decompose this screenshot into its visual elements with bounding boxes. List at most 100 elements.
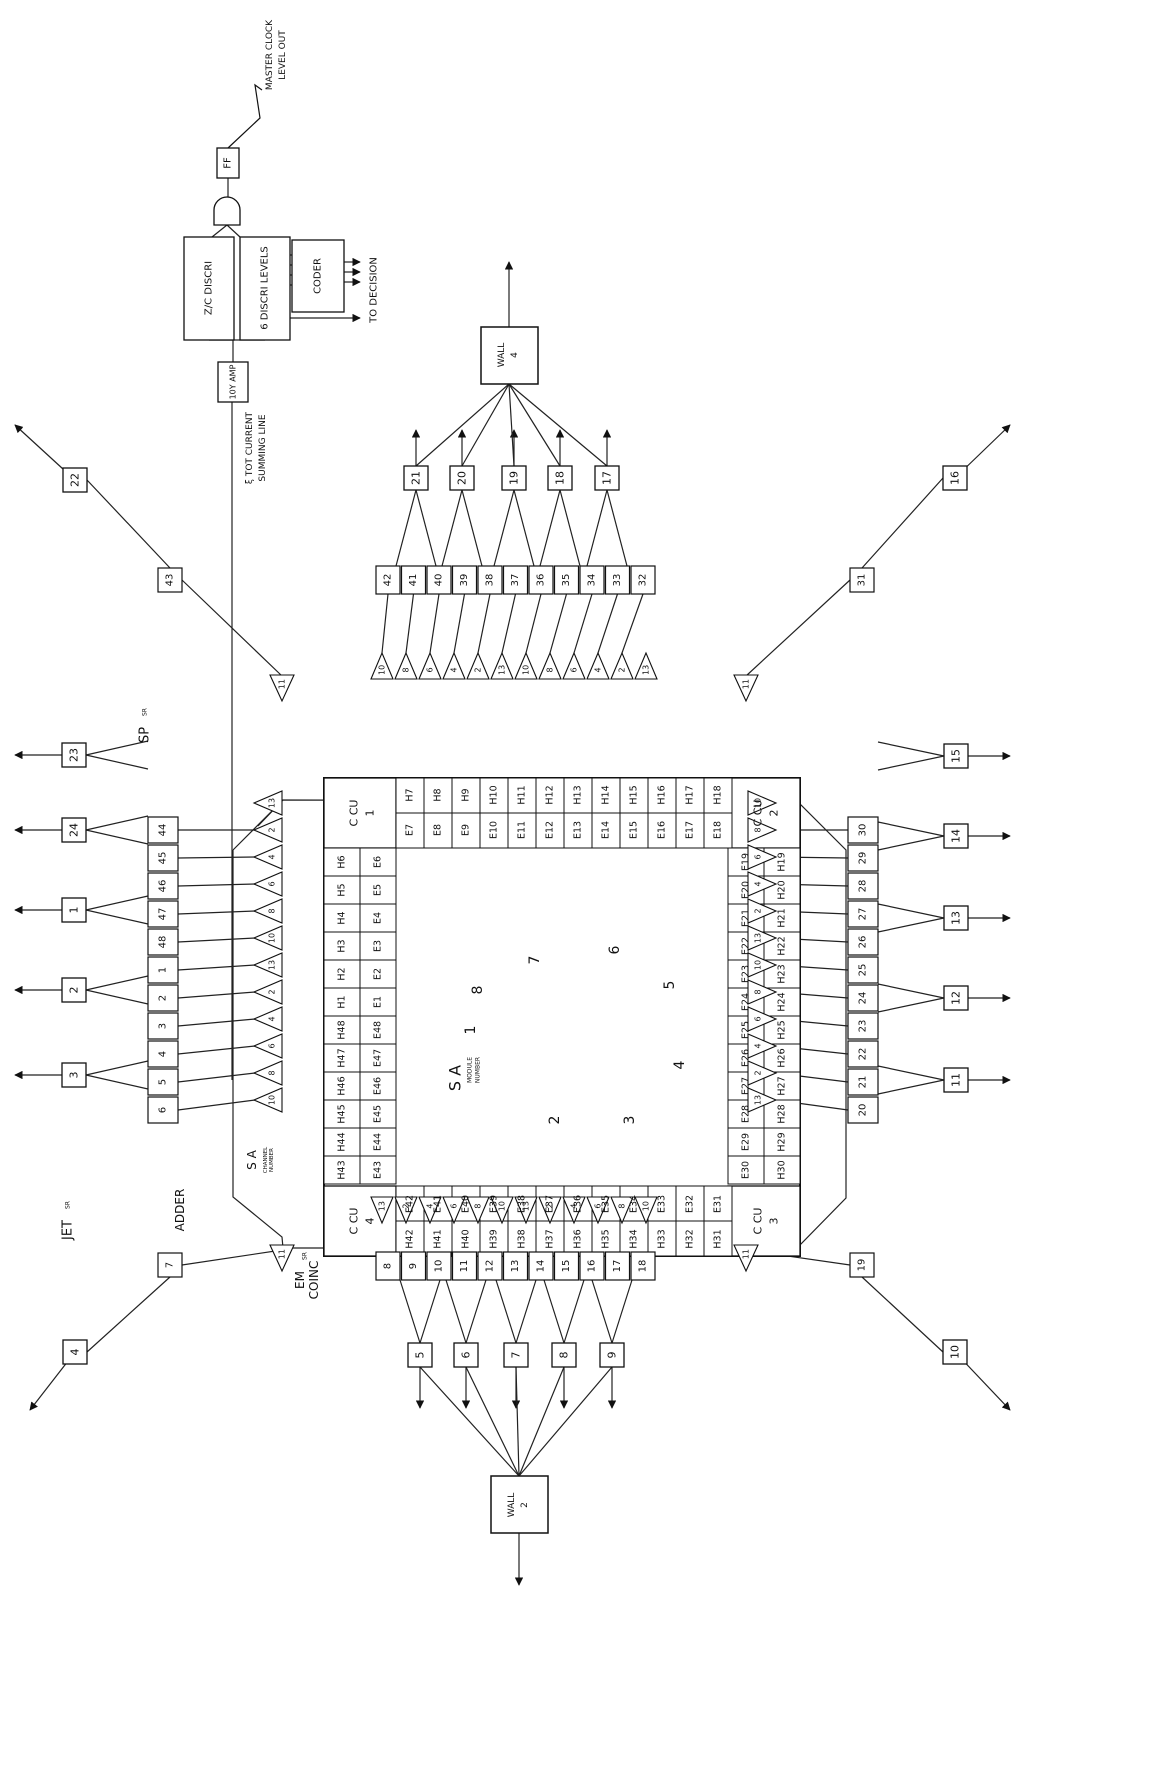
sa-module-title: S A [446, 1065, 465, 1091]
right-side-amplifier-label: 2 [753, 908, 762, 913]
left-side-amplifier-label: 2 [268, 827, 277, 832]
top-e-cell-label: E17 [685, 821, 696, 839]
top-h-cell-label: H18 [713, 785, 724, 804]
ccu-4-title: C CU [348, 1208, 361, 1235]
sector-number: 1 [463, 1026, 479, 1035]
top-h-cell-label: H17 [685, 785, 696, 804]
jet-feed [496, 1280, 516, 1343]
jet-feed [878, 904, 944, 918]
top-sp-box-label: 13 [510, 1260, 521, 1273]
jet-feed [878, 918, 944, 932]
corner-amplifier-label: 11 [278, 1249, 287, 1259]
right-e-cell-label: E22 [741, 937, 752, 955]
bottom-sp-box-label: 37 [510, 574, 521, 587]
left-e-cell-label: E48 [373, 1021, 384, 1039]
jet-feed [878, 742, 944, 756]
left-h-cell-label: H3 [337, 939, 348, 952]
left-h-cell-label: H4 [337, 911, 348, 924]
jet-feed [607, 490, 627, 566]
left-e-cell-label: E47 [373, 1049, 384, 1067]
top-sp-box-label: 8 [383, 1263, 394, 1269]
bottom-h-cell-label: H35 [601, 1229, 612, 1248]
left-h-cell-label: H2 [337, 967, 348, 980]
right-side-amplifier-label: 2 [753, 1070, 762, 1075]
bottom-h-cell-label: H39 [489, 1229, 500, 1248]
top-h-cell-label: H7 [405, 788, 416, 801]
right-side-amplifier-label: 13 [753, 1095, 762, 1105]
corner-wire [746, 580, 850, 676]
left-e-cell-label: E45 [373, 1105, 384, 1123]
left-side-amplifier-label: 10 [268, 933, 277, 943]
bottom-side-amplifier [563, 653, 585, 679]
top-sp-box-label: 11 [459, 1260, 470, 1273]
bottom-e-cell-label: E32 [685, 1195, 696, 1213]
right-sp-box-label: 28 [858, 880, 869, 893]
right-e-cell-label: E28 [741, 1105, 752, 1123]
top-h-cell-label: H11 [517, 785, 528, 804]
left-h-cell-label: H43 [337, 1160, 348, 1179]
left-e-cell-label: E43 [373, 1161, 384, 1179]
sp-to-amplifier [622, 594, 643, 653]
right-h-cell-label: H27 [777, 1076, 788, 1095]
top-side-amplifier-label: 8 [474, 1204, 483, 1209]
top-e-cell-label: E13 [573, 821, 584, 839]
left-h-cell-label: H5 [337, 883, 348, 896]
top-side-amplifier-label: 10 [642, 1201, 651, 1211]
top-sp-box-label: 18 [638, 1260, 649, 1273]
bottom-h-cell-label: H41 [433, 1229, 444, 1248]
right-e-cell-label: E19 [741, 853, 752, 871]
jet-feed [878, 984, 944, 998]
sp-to-amplifier [382, 594, 388, 653]
top-h-cell-label: H13 [573, 785, 584, 804]
right-h-cell-label: H20 [777, 880, 788, 899]
sa-module-sub2: NUMBER [475, 1057, 482, 1083]
jet-box-label: 13 [950, 911, 963, 925]
bottom-side-amplifier-label: 2 [618, 667, 627, 672]
top-e-cell-label: E10 [489, 821, 500, 839]
top-side-amplifier-label: 10 [498, 1201, 507, 1211]
top-sp-box-label: 14 [536, 1260, 547, 1273]
ccu-2-number: 2 [768, 810, 781, 817]
jet-box-label: 4 [69, 1349, 82, 1356]
sp-to-amplifier [178, 1019, 255, 1026]
jet-box-label: 10 [949, 1345, 962, 1359]
bottom-h-cell-label: H31 [713, 1229, 724, 1248]
sp-to-amplifier [178, 884, 255, 886]
left-sp-box-label: 6 [158, 1107, 169, 1113]
left-sp-box-label: 1 [158, 967, 169, 973]
top-side-amplifier-label: 6 [450, 1204, 459, 1209]
jet-feed [494, 490, 514, 566]
wall-4-feed [509, 384, 607, 466]
sector-number: 5 [662, 981, 678, 990]
right-h-cell-label: H25 [777, 1020, 788, 1039]
left-side-amplifier-label: 8 [268, 908, 277, 913]
jet-feed [878, 1066, 944, 1080]
bottom-side-amplifier [395, 653, 417, 679]
left-sp-box-label: 47 [158, 908, 169, 921]
bottom-side-amplifier-label: 13 [642, 665, 651, 675]
right-e-cell-label: E20 [741, 881, 752, 899]
bottom-side-amplifier-label: 6 [426, 667, 435, 672]
jet-box-label: 6 [460, 1352, 473, 1359]
bottom-h-cell-label: H42 [405, 1229, 416, 1248]
bottom-h-cell-label: H37 [545, 1229, 556, 1248]
jet-feed [86, 830, 148, 844]
right-h-cell-label: H28 [777, 1104, 788, 1123]
sa-channel-label: S A [245, 1149, 259, 1169]
discri-to-gate [227, 225, 240, 237]
jet-feed [86, 896, 148, 910]
right-sp-box-label: 24 [858, 992, 869, 1005]
top-sp-box-label: 17 [612, 1260, 623, 1273]
discri-levels-label: 6 DISCRI LEVELS [260, 246, 271, 330]
amp-label: 10Y AMP [229, 364, 238, 399]
bottom-h-cell-label: H33 [657, 1229, 668, 1248]
bottom-sp-box-label: 42 [383, 574, 394, 587]
bottom-sp-box-label: 36 [536, 574, 547, 587]
master-clock-label-2: LEVEL OUT [278, 30, 288, 80]
sp-to-amplifier [178, 857, 255, 858]
bottom-side-amplifier-label: 10 [522, 665, 531, 675]
right-e-cell-label: E21 [741, 909, 752, 927]
top-sp-box-label: 12 [485, 1260, 496, 1273]
bottom-e-cell-label: E34 [629, 1195, 640, 1213]
